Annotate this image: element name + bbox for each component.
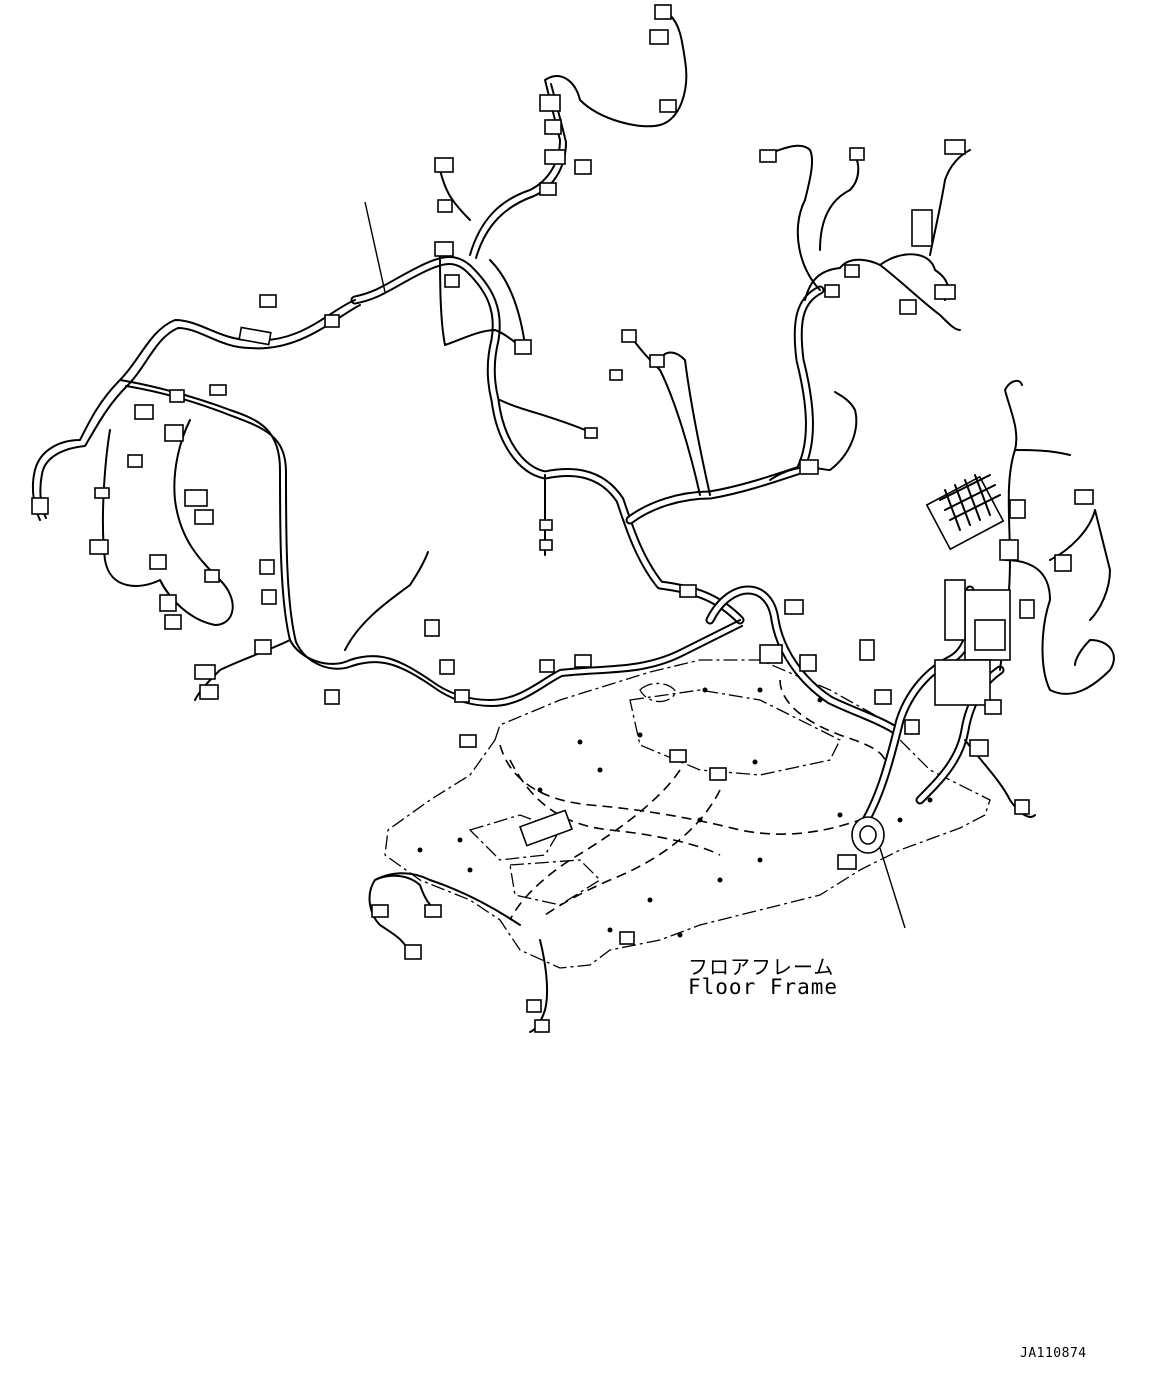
fuse-box: [939, 474, 1001, 531]
right-cluster: [925, 379, 1115, 818]
left-harness: [31, 299, 743, 707]
upper-branches: [439, 14, 971, 556]
harness-leader-line: [364, 201, 386, 293]
main-harness: [350, 256, 1005, 854]
floor-frame-label-en: Floor Frame: [688, 975, 839, 999]
floor-frame-leader-line: [879, 847, 906, 929]
upper-connectors: [434, 4, 966, 551]
left-connectors: [31, 294, 340, 705]
bottom-left-branch: [368, 872, 550, 1033]
floor-frame-label-jp: フロアフレーム: [688, 955, 835, 979]
floor-frame-outline: [384, 659, 991, 969]
center-connectors: [424, 584, 920, 945]
hidden-harness-runs: [499, 679, 886, 921]
floor-frame-holes: [417, 687, 933, 938]
drawing-id: JA110874: [1020, 1346, 1087, 1361]
